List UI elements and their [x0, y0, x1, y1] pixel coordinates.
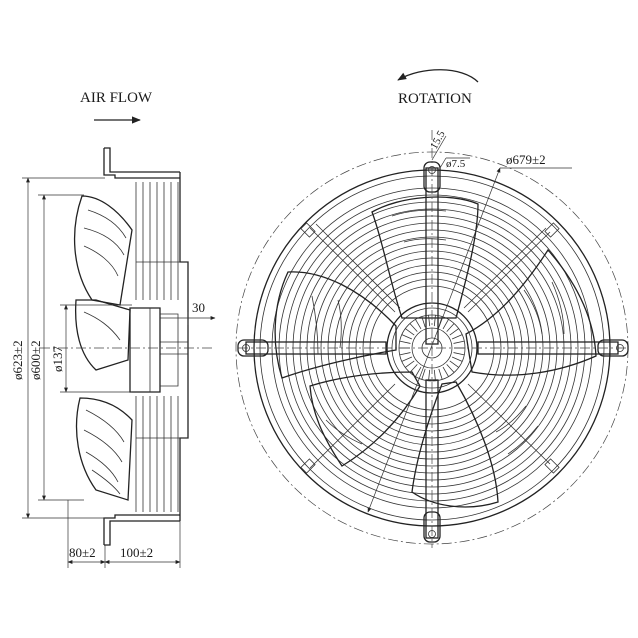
- rotation-label: ROTATION: [398, 91, 472, 107]
- fan-blades: [274, 196, 597, 508]
- dim-100-label: 100±2: [120, 545, 153, 560]
- dim-30-label: 30: [192, 300, 205, 315]
- dim-15-5-label: 15.5: [428, 128, 448, 151]
- side-view: AIR FLOW: [10, 90, 216, 568]
- dim-80-label: 80±2: [69, 545, 96, 560]
- dim-600-label: ø600±2: [28, 340, 43, 380]
- guard-outline: [179, 172, 189, 521]
- front-view: ROTATION: [235, 69, 629, 548]
- dim-7-5-label: ø7.5: [446, 158, 466, 170]
- mounting-tabs: [237, 161, 629, 543]
- rotation-arrow-icon: [397, 69, 479, 83]
- dim-679-label: ø679±2: [506, 152, 546, 167]
- air-flow-label: AIR FLOW: [80, 90, 153, 106]
- side-blades: [74, 195, 133, 501]
- motor-hub: [129, 307, 161, 393]
- dim-137-label: ø137: [50, 346, 65, 373]
- mounting-flange: [103, 147, 180, 179]
- dim-line-679: [367, 167, 501, 513]
- guard-grille: [135, 182, 188, 512]
- dim-623-label: ø623±2: [10, 340, 25, 380]
